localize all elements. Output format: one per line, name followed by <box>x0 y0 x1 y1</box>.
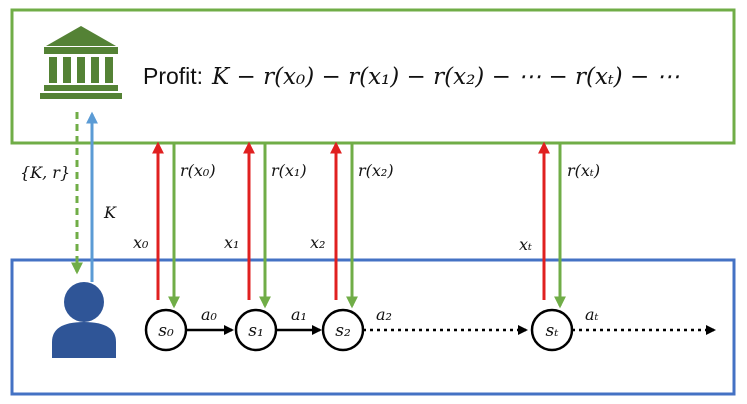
user-icon <box>52 282 116 358</box>
action-label-1: x₁ <box>224 233 239 252</box>
reward-label-0: r(x₀) <box>180 161 216 180</box>
action-label-2: x₂ <box>310 233 325 252</box>
action-label-t: xₜ <box>519 235 532 254</box>
bank-icon <box>40 26 122 99</box>
accept-label: K <box>103 203 117 222</box>
reward-label-2: r(x₂) <box>358 161 394 180</box>
transition-label-t: aₜ <box>585 305 599 324</box>
state-label-1: s₁ <box>248 321 264 341</box>
transition-label-2: a₂ <box>376 305 392 324</box>
bank-box <box>10 8 736 145</box>
action-label-0: x₀ <box>133 233 149 252</box>
profit-formula: K − r(x₀) − r(x₁) − r(x₂) − ⋯ − r(xₜ) − … <box>211 64 680 90</box>
state-label-2: s₂ <box>335 321 351 341</box>
offer-label: {K, r} <box>20 163 70 182</box>
reward-label-1: r(x₁) <box>271 161 307 180</box>
transition-label-1: a₁ <box>291 305 307 324</box>
reward-label-t: r(xₜ) <box>567 161 600 180</box>
state-label-0: s₀ <box>158 321 174 341</box>
profit-label: Profit: <box>143 63 203 89</box>
state-label-t: sₜ <box>546 321 560 341</box>
user-box <box>10 258 736 396</box>
transition-label-0: a₀ <box>201 305 218 324</box>
